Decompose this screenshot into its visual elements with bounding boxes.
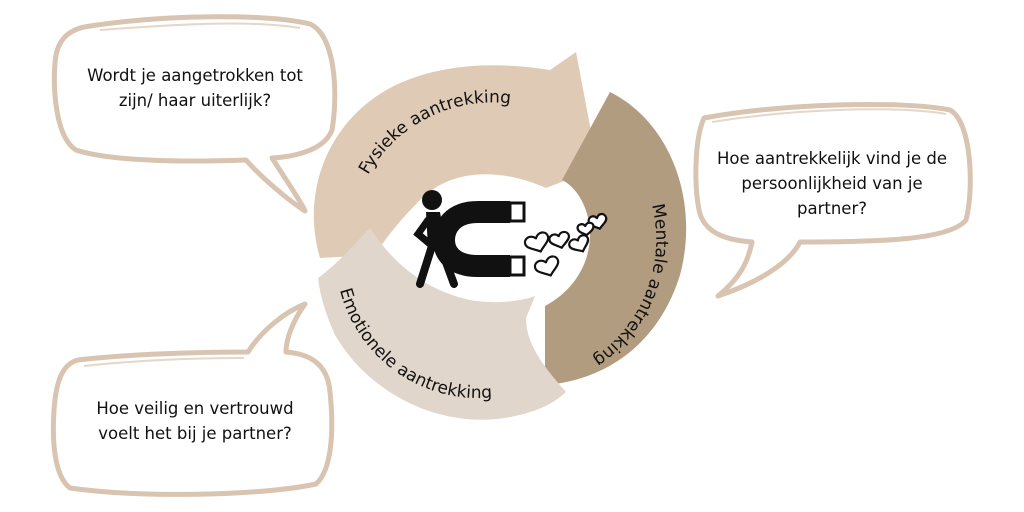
heart-icon [568,234,590,253]
heart-icon [576,221,595,237]
speech-bubble-top-left [51,14,338,214]
speech-bubble-right [693,101,973,299]
bubble-bottom-left-line2: voelt het bij je partner? [98,424,292,443]
magnet-icon [432,201,526,277]
bubble-bottom-left-line1: Hoe veilig en vertrouwd [96,399,294,418]
bubble-right-line3: partner? [797,199,867,218]
bubble-text-right: Hoe aantrekkelijk vind je de persoonlijk… [702,146,962,221]
bubble-text-top-left: Wordt je aangetrokken tot zijn/ haar uit… [75,63,315,113]
heart-icon [548,230,571,249]
speech-bubble-bottom-left [50,301,335,497]
segment-fysieke-aantrekking [313,52,598,258]
segment-mentale-aantrekking [545,92,687,385]
bubble-top-left-line2: zijn/ haar uiterlijk? [118,91,272,110]
heart-icons [523,212,608,277]
bubble-right-line2: persoonlijkheid van je [741,174,923,193]
heart-icon [523,231,550,253]
segment-emotionele-aantrekking [318,228,566,420]
bubble-right-line1: Hoe aantrekkelijk vind je de [717,149,947,168]
heart-icon [533,255,560,277]
bubble-text-bottom-left: Hoe veilig en vertrouwd voelt het bij je… [75,396,315,446]
bubble-top-left-line1: Wordt je aangetrokken tot [87,66,303,85]
